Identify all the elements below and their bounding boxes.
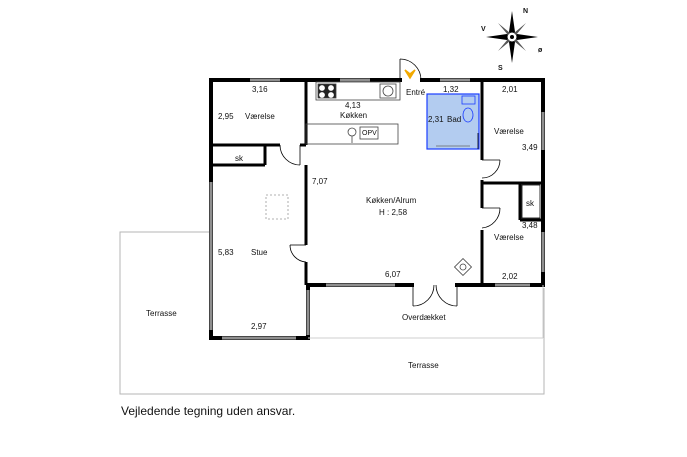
doors [279, 58, 501, 307]
bad-name: Bad [447, 115, 461, 124]
bathroom-fixtures [436, 95, 476, 147]
koekken-width: 4,13 [345, 101, 361, 110]
compass-o: ø [538, 47, 543, 54]
compass-s: S [498, 65, 503, 72]
kitchen-fixtures [265, 81, 401, 220]
sk-2-label: sk [526, 199, 535, 208]
vaerelse-1-name: Værelse [245, 112, 275, 121]
compass-n: N [523, 8, 528, 15]
overdaekket-label: Overdækket [402, 313, 446, 322]
stove-symbol [453, 257, 473, 277]
alrum-name: Køkken/Alrum [366, 196, 417, 205]
entry-arrow-icon [404, 69, 416, 80]
vaerelse-1-width: 3,16 [252, 85, 268, 94]
stue-depth: 5,83 [218, 248, 234, 257]
disclaimer: Vejledende tegning uden ansvar. [121, 404, 296, 418]
vaerelse-3-depth: 3,48 [522, 221, 538, 230]
vaerelse-3-name: Værelse [494, 233, 524, 242]
entre-label: Entré [406, 88, 426, 97]
vaerelse-1-depth: 2,95 [218, 112, 234, 121]
vaerelse-2-name: Værelse [494, 127, 524, 136]
terrasse-1-label: Terrasse [146, 309, 177, 318]
stue-name: Stue [251, 248, 268, 257]
opv-label: OPV [362, 130, 377, 137]
koekken-name: Køkken [340, 111, 367, 120]
interior-walls [211, 80, 543, 285]
compass-v: V [481, 26, 486, 33]
sk-closet-right [521, 184, 541, 219]
vaerelse-3-width: 2,02 [502, 272, 518, 281]
vaerelse-2-depth: 3,49 [522, 143, 538, 152]
alrum-height: H : 2,58 [379, 208, 408, 217]
vaerelse-2-width: 2,01 [502, 85, 518, 94]
overdaekket-outline [308, 285, 544, 339]
stue-width: 2,97 [251, 322, 267, 331]
sk-1-label: sk [235, 154, 244, 163]
alrum-depth: 7,07 [312, 177, 328, 186]
bad-area: 2,31 [428, 115, 444, 124]
terrace-outlines [119, 231, 545, 395]
windows [209, 78, 545, 340]
alrum-width: 6,07 [385, 270, 401, 279]
compass-rose-icon [486, 11, 538, 63]
bad-width: 1,32 [443, 85, 459, 94]
terrasse-2-label: Terrasse [408, 361, 439, 370]
